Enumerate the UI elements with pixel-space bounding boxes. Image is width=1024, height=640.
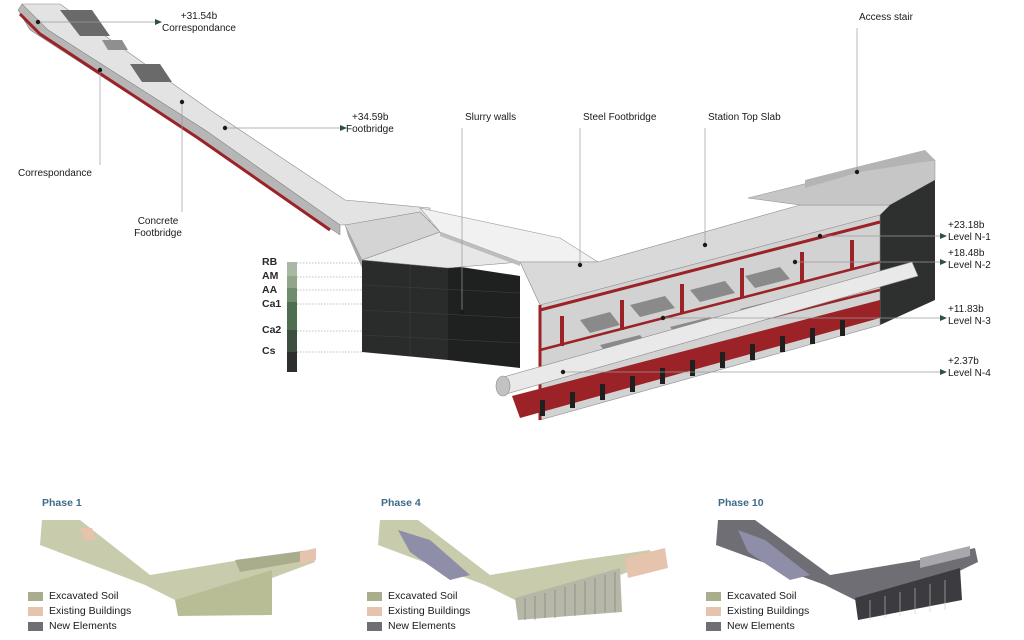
callout-steel-footbridge: Steel Footbridge <box>583 112 657 123</box>
level-name: Level N-2 <box>948 260 991 271</box>
legend-label: New Elements <box>388 620 456 632</box>
soil-layer-cs: Cs <box>262 345 276 357</box>
level-n-1-label: +23.18b Level N-1 <box>948 220 991 244</box>
legend-label: Excavated Soil <box>388 590 458 602</box>
level-name: Level N-1 <box>948 232 991 243</box>
legend-label: Existing Buildings <box>727 605 810 617</box>
phase-4-legend: Excavated Soil Existing Buildings New El… <box>367 589 470 634</box>
legend-label: New Elements <box>49 620 117 632</box>
leader-dots <box>35 19 860 375</box>
correspondance-ramp <box>17 3 431 236</box>
level-name: Level N-3 <box>948 316 991 327</box>
phase-10-title: Phase 10 <box>718 497 764 509</box>
elevation-markers <box>155 19 947 375</box>
legend-swatch <box>367 607 382 616</box>
legend-label: Existing Buildings <box>388 605 471 617</box>
legend-label: Existing Buildings <box>49 605 132 617</box>
junction-block <box>344 211 521 269</box>
soil-layer-ca1: Ca1 <box>262 298 282 310</box>
elevation-label: +31.54b <box>180 11 218 22</box>
leader-lines <box>38 21 945 373</box>
soil-layer-rb: RB <box>262 256 278 268</box>
level-n-4-label: +2.37b Level N-4 <box>948 356 991 380</box>
phase-4-thumbnail <box>378 520 668 620</box>
soil-strata-bar <box>287 262 362 372</box>
legend-swatch <box>28 607 43 616</box>
legend-swatch <box>367 622 382 631</box>
soil-layer-am: AM <box>262 270 279 282</box>
legend-label: Excavated Soil <box>727 590 797 602</box>
legend-excavated-soil: Excavated Soil <box>706 589 809 604</box>
callout-label: Correspondance <box>162 23 236 34</box>
callout-footbridge: +34.59b Footbridge <box>346 112 394 136</box>
legend-label: New Elements <box>727 620 795 632</box>
callout-access-stair: Access stair <box>859 12 913 23</box>
slurry-wall-block <box>361 260 521 368</box>
legend-existing-buildings: Existing Buildings <box>367 604 470 619</box>
legend-label: Excavated Soil <box>49 590 119 602</box>
legend-new-elements: New Elements <box>367 619 470 634</box>
phase-4-title: Phase 4 <box>381 497 421 509</box>
callout-concrete-footbridge: Concrete Footbridge <box>128 216 188 240</box>
level-n-3-label: +11.83b Level N-3 <box>948 304 991 328</box>
legend-swatch <box>28 592 43 601</box>
phase-10-legend: Excavated Soil Existing Buildings New El… <box>706 589 809 634</box>
legend-excavated-soil: Excavated Soil <box>367 589 470 604</box>
callout-station-top-slab: Station Top Slab <box>708 112 781 123</box>
elevation-label: +34.59b <box>352 112 389 123</box>
level-n-2-label: +18.48b Level N-2 <box>948 248 991 272</box>
elevation-label: +11.83b <box>948 304 984 315</box>
callout-label: Footbridge <box>346 124 394 135</box>
callout-slurry-walls: Slurry walls <box>465 112 517 123</box>
station-box <box>495 150 936 421</box>
phase-10-thumbnail <box>716 520 978 620</box>
legend-swatch <box>706 607 721 616</box>
legend-swatch <box>706 622 721 631</box>
phase-1-legend: Excavated Soil Existing Buildings New El… <box>28 589 131 634</box>
phase-1-thumbnail <box>40 520 316 616</box>
legend-swatch <box>367 592 382 601</box>
elevation-label: +2.37b <box>948 356 979 367</box>
legend-existing-buildings: Existing Buildings <box>706 604 809 619</box>
legend-excavated-soil: Excavated Soil <box>28 589 131 604</box>
soil-layer-aa: AA <box>262 284 278 296</box>
callout-label-line-1: Concrete <box>137 216 179 227</box>
callout-correspondance-left: Correspondance <box>18 168 92 179</box>
legend-swatch <box>706 592 721 601</box>
elevation-label: +18.48b <box>948 248 985 259</box>
legend-swatch <box>28 622 43 631</box>
legend-new-elements: New Elements <box>706 619 809 634</box>
legend-new-elements: New Elements <box>28 619 131 634</box>
legend-existing-buildings: Existing Buildings <box>28 604 131 619</box>
callout-correspondance-top: +31.54b Correspondance <box>162 11 236 35</box>
soil-layer-ca2: Ca2 <box>262 324 282 336</box>
level-name: Level N-4 <box>948 368 991 379</box>
elevation-label: +23.18b <box>948 220 985 231</box>
callout-label-line-2: Footbridge <box>134 228 182 239</box>
phase-1-title: Phase 1 <box>42 497 82 509</box>
